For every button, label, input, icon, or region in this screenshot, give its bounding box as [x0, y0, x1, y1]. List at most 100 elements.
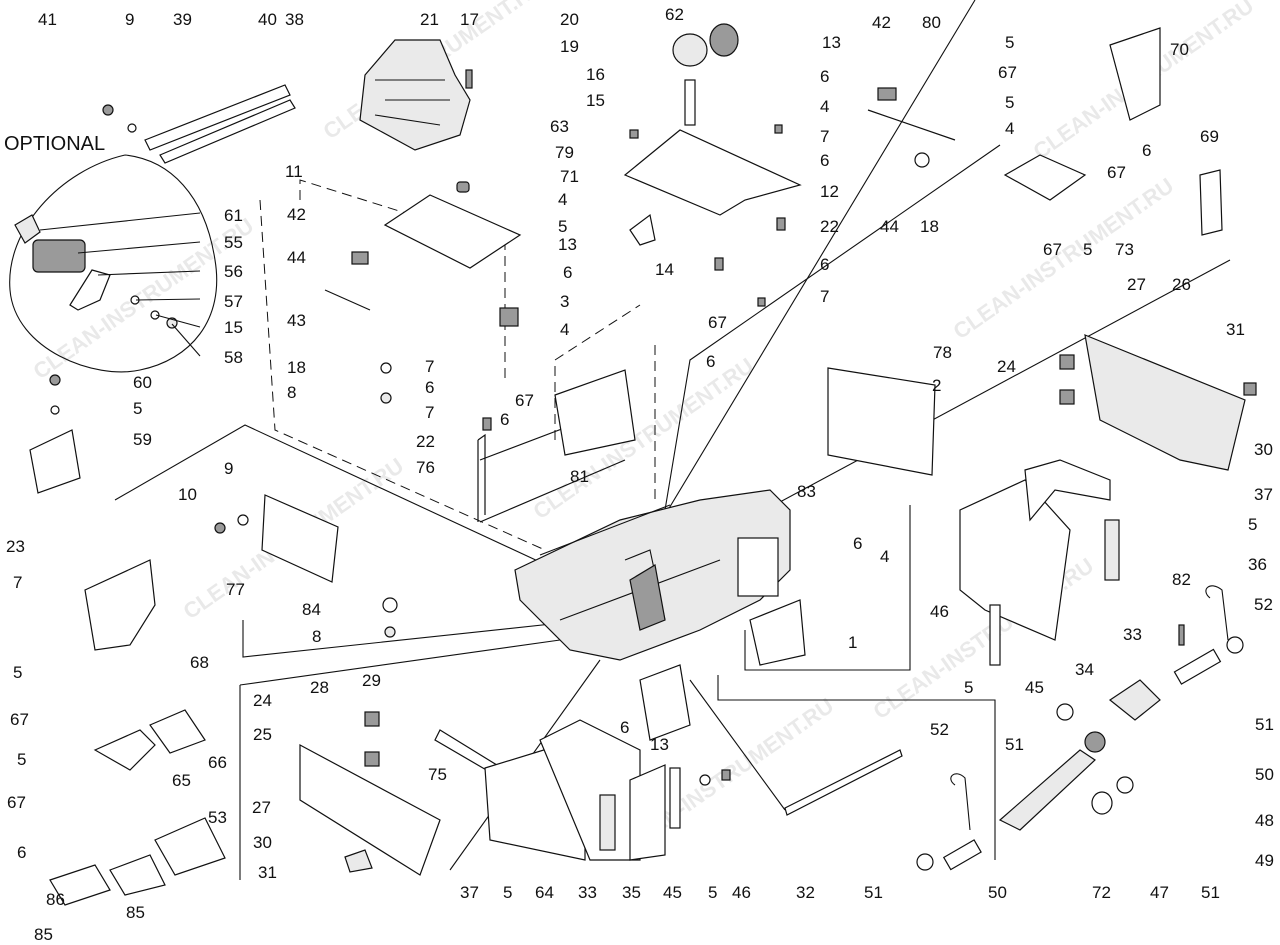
callout-67: 67: [7, 793, 26, 812]
console-tower: [629, 564, 666, 631]
callout-36: 36: [1248, 555, 1267, 574]
callout-49: 49: [1255, 851, 1274, 870]
callout-15: 15: [586, 91, 605, 110]
callout-10: 10: [178, 485, 197, 504]
callout-33: 33: [1123, 625, 1142, 644]
callout-44: 44: [880, 217, 899, 236]
washer-9: [127, 123, 137, 133]
hinge-24: [364, 711, 380, 727]
callout-13: 13: [650, 735, 669, 754]
callout-8: 8: [312, 627, 321, 646]
callout-59: 59: [133, 430, 152, 449]
nut-41: [102, 104, 114, 116]
callout-27: 27: [1127, 275, 1146, 294]
clip-52: [1205, 585, 1229, 641]
bushing-47: [1091, 791, 1113, 815]
bumper-22: [776, 217, 786, 231]
callout-5: 5: [1005, 93, 1014, 112]
callout-5: 5: [1248, 515, 1257, 534]
callout-77: 77: [226, 580, 245, 599]
callout-18: 18: [287, 358, 306, 377]
callout-6: 6: [1142, 141, 1151, 160]
hinge-69: [1199, 169, 1223, 236]
beacon-20: [672, 33, 708, 67]
callout-6: 6: [620, 718, 629, 737]
callout-31: 31: [1226, 320, 1245, 339]
work-light-55: [32, 239, 86, 273]
callout-6: 6: [820, 151, 829, 170]
callout-75: 75: [428, 765, 447, 784]
callout-86: 86: [46, 890, 65, 909]
callout-64: 64: [535, 883, 554, 902]
callout-5: 5: [133, 399, 142, 418]
callout-23: 23: [6, 537, 25, 556]
beacon-bulb-61: [14, 214, 41, 244]
callout-78: 78: [933, 343, 952, 362]
hinge-3: [499, 307, 519, 327]
callout-30: 30: [253, 833, 272, 852]
callout-39: 39: [173, 10, 192, 29]
seat-group: [102, 39, 522, 404]
cover-25: [299, 743, 441, 876]
callout-5: 5: [17, 750, 26, 769]
callout-7: 7: [820, 127, 829, 146]
callout-4: 4: [558, 190, 567, 209]
callout-41: 41: [38, 10, 57, 29]
callout-13: 13: [558, 235, 577, 254]
callout-51: 51: [864, 883, 883, 902]
callout-22: 22: [820, 217, 839, 236]
strip-32: [784, 749, 903, 816]
nut-8: [380, 392, 392, 404]
bracket-70: [1109, 27, 1161, 121]
separator-lines: [114, 0, 1231, 880]
rod-43: [324, 289, 371, 311]
bolt-10: [214, 522, 226, 534]
callout-66: 66: [208, 753, 227, 772]
plate-53: [154, 817, 226, 876]
callout-67: 67: [10, 710, 29, 729]
callout-8: 8: [287, 383, 296, 402]
frame-76: [477, 404, 626, 523]
callout-5: 5: [558, 217, 567, 236]
callout-72: 72: [1092, 883, 1111, 902]
callout-40: 40: [258, 10, 277, 29]
callout-4: 4: [880, 547, 889, 566]
callout-82: 82: [1172, 570, 1191, 589]
pin-82: [1178, 624, 1185, 646]
callout-37: 37: [460, 883, 479, 902]
callout-80: 80: [922, 13, 941, 32]
beacon-62: [709, 23, 739, 57]
callout-55: 55: [224, 233, 243, 252]
callout-51: 51: [1005, 735, 1024, 754]
panel-2: [827, 367, 936, 476]
bracket-13: [639, 664, 691, 741]
ring-51: [1226, 636, 1244, 654]
callout-67: 67: [1043, 240, 1062, 259]
mat-66: [149, 709, 206, 754]
callout-69: 69: [1200, 127, 1219, 146]
beacon-plate-group: [477, 23, 802, 523]
callout-26: 26: [1172, 275, 1191, 294]
callout-68: 68: [190, 653, 209, 672]
callout-9: 9: [125, 10, 134, 29]
callout-47: 47: [1150, 883, 1169, 902]
cable-80: [867, 109, 956, 141]
seat-plate-11: [383, 194, 522, 269]
callout-73: 73: [1115, 240, 1134, 259]
callout-7: 7: [13, 573, 22, 592]
callout-45: 45: [663, 883, 682, 902]
cover-34: [959, 479, 1071, 641]
washer-15: [150, 310, 160, 320]
optional-label: OPTIONAL: [4, 133, 105, 155]
callout-79: 79: [555, 143, 574, 162]
callout-6: 6: [500, 410, 509, 429]
callout-51: 51: [1201, 883, 1220, 902]
latch-30: [344, 849, 373, 873]
plate-85: [49, 864, 111, 906]
callout-37: 37: [1254, 485, 1273, 504]
callout-43: 43: [287, 311, 306, 330]
callout-52: 52: [1254, 595, 1273, 614]
callout-31: 31: [258, 863, 277, 882]
